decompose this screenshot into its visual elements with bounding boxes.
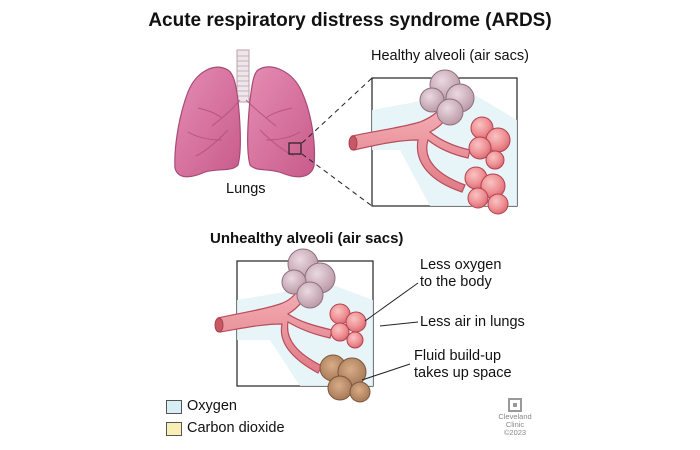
less-oxygen-label-line2: to the body bbox=[420, 274, 492, 290]
lungs-illustration bbox=[174, 49, 316, 178]
healthy-alveoli-label: Healthy alveoli (air sacs) bbox=[371, 48, 529, 64]
fluid-label-line2: takes up space bbox=[414, 365, 512, 381]
oxygen-swatch bbox=[166, 400, 182, 414]
lungs-label: Lungs bbox=[226, 181, 266, 197]
cleveland-clinic-logo: Cleveland Clinic ©2023 bbox=[493, 398, 537, 437]
zoom-lines bbox=[301, 77, 373, 207]
fluid-label-line1: Fluid build-up bbox=[414, 348, 502, 364]
zoom-box bbox=[288, 142, 302, 155]
legend-label-carbon-dioxide: Carbon dioxide bbox=[187, 420, 285, 436]
diagram-title: Acute respiratory distress syndrome (ARD… bbox=[148, 10, 552, 31]
carbon-dioxide-swatch bbox=[166, 422, 182, 436]
less-oxygen-label-line1: Less oxygen bbox=[420, 257, 502, 273]
unhealthy-alveoli-illustration bbox=[214, 248, 374, 403]
less-air-label: Less air in lungs bbox=[420, 314, 525, 330]
right-lung bbox=[247, 66, 316, 178]
legend-label-oxygen: Oxygen bbox=[187, 398, 237, 414]
logo-icon bbox=[508, 398, 522, 412]
trachea bbox=[236, 49, 250, 103]
left-lung bbox=[174, 66, 241, 178]
logo-line-2: Clinic bbox=[505, 420, 525, 429]
leader-lines bbox=[361, 282, 419, 381]
logo-copyright: ©2023 bbox=[503, 428, 527, 437]
logo-line-1: Cleveland bbox=[498, 412, 532, 421]
healthy-alveoli-illustration bbox=[348, 69, 518, 215]
unhealthy-alveoli-label: Unhealthy alveoli (air sacs) bbox=[210, 230, 404, 247]
